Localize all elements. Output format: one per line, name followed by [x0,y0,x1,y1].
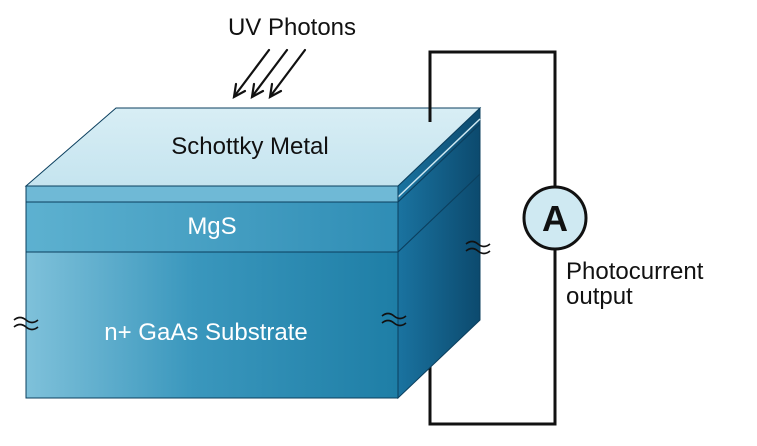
ammeter-symbol: A [542,198,568,239]
uv-photon-arrows [232,48,307,100]
uv-photons-label: UV Photons [228,14,356,41]
side-mgs-edge [397,123,481,203]
arrow-icon [232,48,271,100]
ammeter-icon: A [522,185,588,251]
substrate-layer [25,251,399,399]
break-mark-icon [13,316,39,331]
mgs-label: MgS [187,213,236,240]
mgs-layer [25,201,399,253]
arrow-icon [250,48,289,100]
front-metal-band [25,185,399,203]
photocurrent-label: Photocurrent [566,258,704,285]
substrate-label: n+ GaAs Substrate [104,319,307,346]
arrow-icon [268,48,307,100]
break-mark-icon [381,312,407,327]
side-metal-edge [397,118,481,198]
side-substrate-edge [397,173,481,253]
output-label: output [566,283,633,310]
break-mark-icon [465,240,491,255]
schottky-metal-label: Schottky Metal [171,133,328,160]
